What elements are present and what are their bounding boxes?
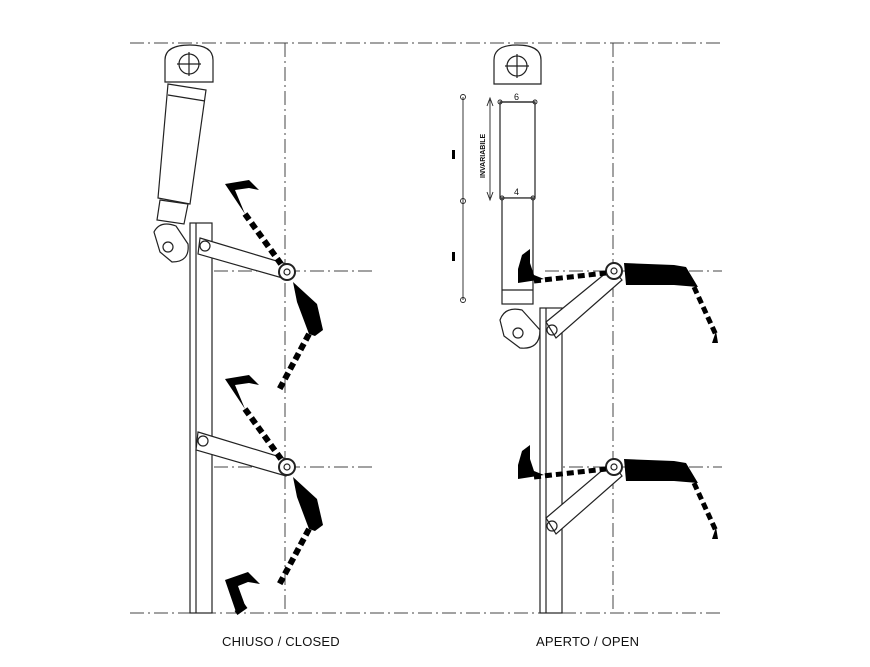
closed-blade-upper <box>225 180 323 390</box>
dimension-bottom-width: 4 <box>514 187 519 197</box>
dimension-top-width: 6 <box>514 92 519 102</box>
caption-closed: CHIUSO / CLOSED <box>222 634 340 649</box>
centerlines <box>130 42 722 614</box>
caption-open: APERTO / OPEN <box>536 634 640 649</box>
open-mechanism <box>493 44 623 614</box>
closed-blade-lower <box>225 375 323 585</box>
dimension-ticks <box>452 150 455 261</box>
dimension-lines <box>460 94 538 303</box>
dimension-stroke-label: INVARIABILE <box>480 133 487 178</box>
closed-mechanism <box>153 44 296 614</box>
closed-blade-bottom-stub <box>225 572 260 616</box>
